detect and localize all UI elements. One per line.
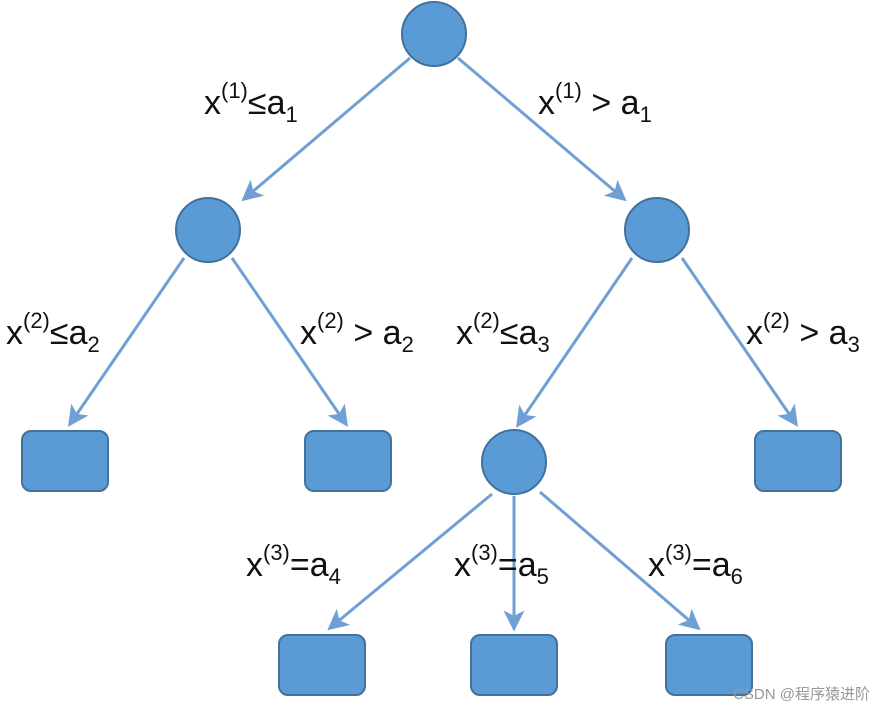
edge-right-mid — [516, 257, 634, 428]
leaf-node-3 — [754, 430, 842, 492]
edge-right-leaf4 — [680, 257, 798, 427]
leaf-node-1 — [21, 430, 109, 492]
edge-mid-leaf7 — [539, 490, 701, 631]
edge-label-6: x(2) > a3 — [746, 307, 860, 357]
edge-label-9: x(3)=a6 — [648, 539, 743, 589]
leaf-node-2 — [304, 430, 392, 492]
left-node — [175, 197, 241, 263]
right-node — [624, 197, 690, 263]
edge-label-5: x(2)≤a3 — [456, 307, 550, 357]
edge-label-3: x(2)≤a2 — [6, 307, 100, 357]
watermark: CSDN @程序猿进阶 — [733, 686, 870, 703]
edge-label-1: x(1)≤a1 — [204, 77, 298, 127]
edge-root-left — [241, 56, 411, 202]
edge-label-8: x(3)=a5 — [454, 539, 549, 589]
edge-label-4: x(2) > a2 — [300, 307, 414, 357]
edge-label-2: x(1) > a1 — [538, 77, 652, 127]
edge-mid-leaf5 — [327, 492, 493, 631]
leaf-node-4 — [278, 634, 366, 696]
edge-label-7: x(3)=a4 — [246, 539, 341, 589]
root-node — [401, 1, 467, 67]
leaf-node-6 — [665, 634, 753, 696]
edge-root-right — [457, 56, 627, 202]
mid-node — [481, 429, 547, 495]
edge-left-leaf1 — [68, 257, 186, 427]
leaf-node-5 — [470, 634, 558, 696]
edge-left-leaf2 — [230, 257, 348, 427]
